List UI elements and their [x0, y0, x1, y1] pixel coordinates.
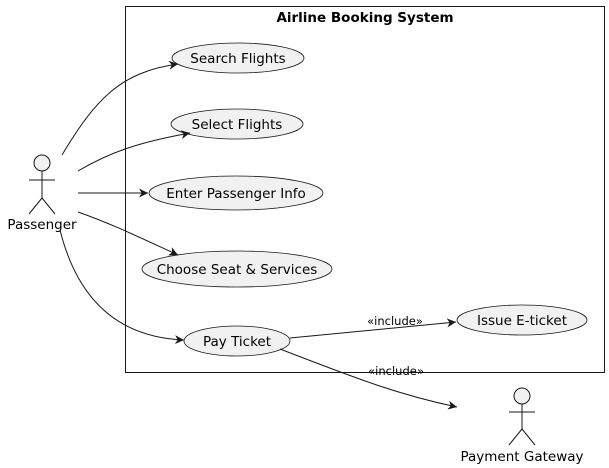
use-case-label: Choose Seat & Services: [157, 262, 318, 278]
use-case-pay-ticket[interactable]: Pay Ticket: [183, 325, 291, 357]
use-case-label: Issue E-ticket: [477, 313, 567, 329]
system-boundary: [125, 6, 605, 373]
stick-figure-icon: [28, 154, 56, 215]
include-label-issue: «include»: [367, 314, 423, 328]
association-search-flights: [61, 60, 179, 156]
association-select-flights: [77, 130, 191, 172]
actor-label: Passenger: [7, 217, 77, 233]
include-issue-eticket: [289, 318, 457, 339]
stick-figure-icon: [508, 387, 536, 446]
association-choose-seat: [77, 211, 179, 256]
use-case-search-flights[interactable]: Search Flights: [171, 42, 305, 74]
use-case-label: Search Flights: [190, 51, 285, 67]
system-title: Airline Booking System: [276, 10, 453, 26]
include-label-gateway: «include»: [368, 364, 424, 378]
actor-label: Payment Gateway: [460, 449, 583, 465]
use-case-label: Enter Passenger Info: [166, 186, 306, 202]
use-case-label: Select Flights: [192, 117, 283, 133]
use-case-select-flights[interactable]: Select Flights: [170, 108, 304, 140]
use-case-enter-passenger-info[interactable]: Enter Passenger Info: [148, 175, 324, 211]
association-pay-ticket: [59, 229, 185, 345]
use-case-choose-seat-services[interactable]: Choose Seat & Services: [141, 250, 333, 288]
use-case-label: Pay Ticket: [203, 334, 271, 350]
actor-payment-gateway[interactable]: Payment Gateway: [460, 387, 584, 465]
use-case-issue-eticket[interactable]: Issue E-ticket: [456, 304, 588, 336]
actor-passenger[interactable]: Passenger: [7, 154, 77, 233]
include-payment-gateway: [279, 348, 458, 410]
